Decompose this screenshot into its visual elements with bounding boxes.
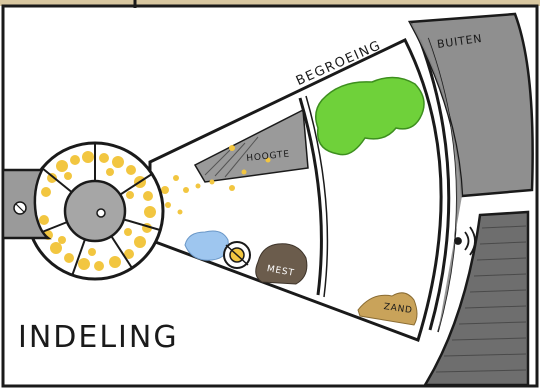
diagram-title: INDELING xyxy=(18,320,179,355)
sound-icon xyxy=(455,227,475,255)
entry-icon xyxy=(14,202,26,214)
feeder-icon xyxy=(224,242,250,268)
round-hub xyxy=(27,143,163,279)
